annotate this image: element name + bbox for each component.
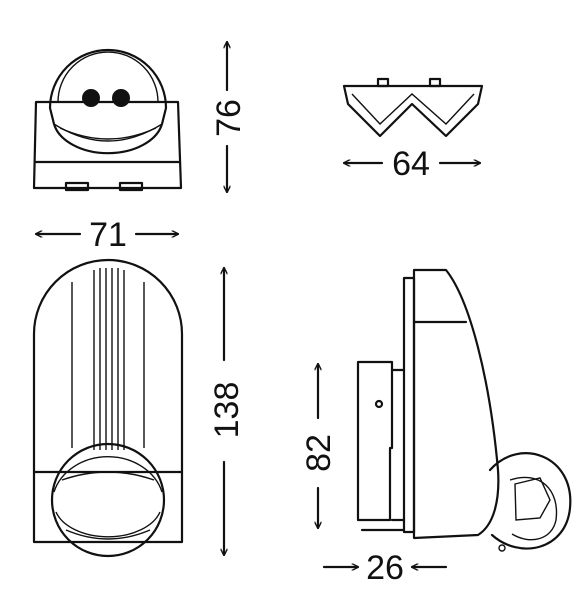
top-profile	[342, 84, 484, 138]
foot-right	[118, 181, 144, 192]
dimension-82: 82	[300, 362, 338, 530]
front-view-large	[32, 258, 184, 558]
dimension-64: 64	[342, 145, 482, 183]
mounting-bracket	[356, 360, 394, 522]
top-view	[342, 77, 484, 138]
side-dome	[488, 452, 572, 550]
dimension-26-label: 26	[366, 549, 404, 587]
top-tab-left	[376, 77, 390, 88]
front-view-small	[32, 48, 183, 192]
lens-dot-left	[82, 89, 100, 107]
rib-lines	[93, 268, 125, 450]
dimension-71: 71	[34, 216, 180, 254]
side-view	[356, 268, 572, 552]
sensor-dome-small	[48, 48, 168, 155]
dimension-82-label: 82	[300, 434, 338, 472]
dimension-76-label: 76	[210, 99, 248, 137]
sensor-dome-large	[50, 442, 166, 558]
dimension-71-label: 71	[89, 216, 127, 254]
side-housing	[412, 268, 500, 540]
dimension-26: 26	[322, 549, 448, 587]
front-large-housing	[32, 258, 184, 544]
top-tab-right	[428, 77, 442, 88]
dimension-64-label: 64	[392, 145, 430, 183]
dimension-138: 138	[208, 266, 246, 557]
lens-dot-right	[112, 89, 130, 107]
dimension-76: 76	[210, 40, 248, 194]
front-housing	[32, 100, 183, 190]
dimension-138-label: 138	[208, 382, 246, 439]
foot-left	[64, 181, 90, 192]
